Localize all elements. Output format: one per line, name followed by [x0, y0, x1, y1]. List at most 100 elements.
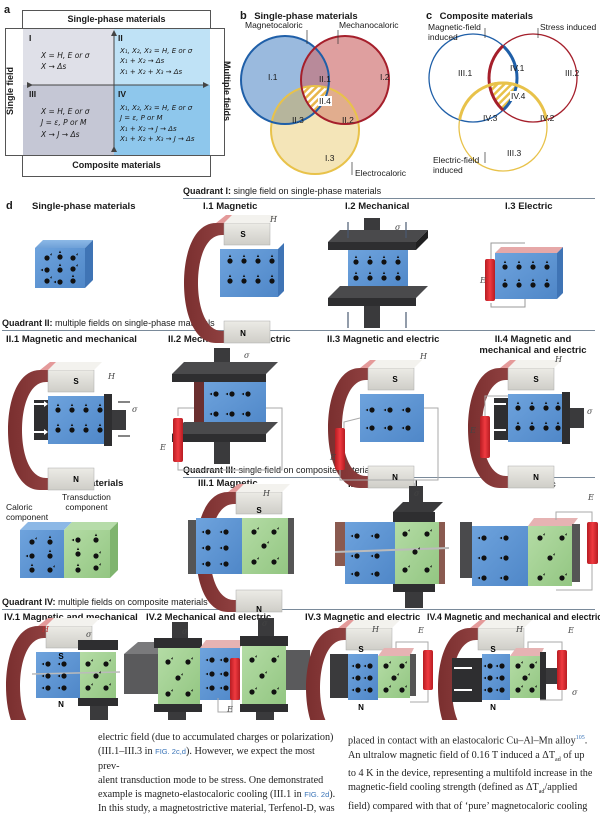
text-span: (III.1–III.3 in [98, 746, 156, 758]
region-I2: I.2 [380, 72, 390, 82]
region-IV2: IV.2 [540, 113, 555, 123]
quadrant-head: Quadrant III: [183, 465, 237, 475]
item-I3-title: I.3 Electric [505, 201, 553, 212]
quadrant-IV: IV X₁, X₂, X₃ = H, E or σ J = ε, P or M … [114, 85, 210, 155]
svg-text:E: E [587, 493, 594, 502]
panel-b-title: b Single-phase materials [240, 6, 358, 24]
quadrant-eq: X → J → Δs [41, 129, 80, 139]
quadrant-desc: single field on single-phase materials [231, 186, 382, 196]
III1-device [188, 483, 294, 613]
svg-text:N: N [58, 700, 64, 709]
quadrant-eq: X₁ + X₂ → Δs [120, 57, 165, 65]
IV3-device [305, 619, 433, 720]
figure-reference-link[interactable]: FIG. 2c,d [155, 747, 186, 757]
body-text-column-2: placed in contact with an elastocaloric … [348, 731, 600, 814]
quadrant-IV-rule [2, 609, 595, 610]
text-line: to 4 K in the device, representing a mul… [348, 768, 593, 780]
text-span: placed in contact with an elastocaloric … [348, 735, 576, 747]
panel-b-letter: b [240, 10, 247, 22]
label-line: component [6, 512, 49, 522]
label-line: induced [428, 32, 458, 42]
magnetocaloric-outline [240, 35, 330, 125]
item-IV2-title: IV.2 Mechanical and electric [146, 612, 272, 623]
label-line: component [65, 502, 108, 512]
region-II4: II.4 [318, 96, 332, 106]
text-line: electric field (due to accumulated charg… [98, 732, 334, 743]
quadrant-eq: X₁ + X₂ → J → Δs [120, 124, 177, 133]
caloric-component-label: Caloric component [6, 502, 48, 522]
text-line: magnetic-field cooling strength (defined… [348, 781, 600, 799]
quadrant-head: Quadrant IV: [2, 597, 56, 607]
label-line: Transduction [62, 492, 111, 502]
region-II3: II.3 [292, 115, 304, 125]
svg-text:S: S [256, 506, 262, 515]
region-II2: II.2 [342, 115, 354, 125]
electrocaloric-outline [270, 85, 360, 175]
item-IV1-title: IV.1 Magnetic and mechanical [4, 612, 138, 623]
south-pole-label: S [73, 377, 79, 386]
quadrant-IV-heading: Quadrant IV: multiple fields on composit… [2, 597, 208, 607]
region-III3: III.3 [507, 148, 522, 158]
svg-text:S: S [490, 645, 496, 654]
single-phase-title: Single-phase materials [32, 201, 136, 212]
citation-link[interactable]: 105 [575, 735, 585, 741]
E-label: E [479, 276, 486, 285]
quadrant-II-heading: Quadrant II: multiple fields on single-p… [2, 318, 215, 328]
quadrant-eq: X₁ + X₂ + X₃ → J → Δs [120, 135, 195, 143]
svg-text:σ: σ [182, 627, 188, 636]
panel-d-letter: d [6, 200, 13, 212]
magnetic-field-induced-label: Magnetic-field induced [428, 22, 481, 42]
panel-c-letter: c [426, 10, 433, 22]
IV2-device [124, 618, 310, 720]
item-IV4-title: IV.4 Magnetic and mechanical and electri… [427, 612, 600, 622]
text-line: placed in contact with an elastocaloric … [348, 731, 600, 749]
quadrant-I-heading: Quadrant I: single field on single-phase… [183, 186, 381, 196]
single-phase-label: Single-phase materials [67, 14, 166, 24]
quadrant-III-heading: Quadrant III: single field on composite … [183, 465, 376, 475]
quadrant-eq: X → Δs [41, 62, 67, 71]
text-span: . [584, 735, 588, 747]
region-IV3: IV.3 [483, 113, 498, 123]
item-IV3-title: IV.3 Magnetic and electric [305, 612, 421, 623]
II2-device [172, 348, 283, 471]
svg-text:σ: σ [572, 688, 578, 697]
quadrant-desc: multiple fields on single-phase material… [52, 318, 215, 328]
quadrant-roman: I [29, 33, 32, 43]
region-III1: III.1 [458, 68, 473, 78]
magnetocaloric-label: Magnetocaloric [245, 20, 303, 30]
label-line: induced [433, 165, 463, 175]
svg-text:S: S [392, 375, 398, 384]
svg-text:σ: σ [86, 630, 92, 639]
svg-text:H: H [554, 355, 563, 364]
axis-arrows [27, 30, 209, 152]
quadrant-head: Quadrant II: [2, 318, 53, 328]
label-line: Electric-field [433, 155, 480, 165]
region-IV1: IV.1 [510, 63, 525, 73]
item-III3-title: III.3 Electric [503, 479, 556, 490]
south-pole-label: S [240, 230, 246, 239]
figure-reference-link[interactable]: FIG. 2d [304, 790, 330, 800]
title-line: mechanical and electric [479, 345, 587, 356]
subscript: ad [538, 789, 545, 796]
svg-text:S: S [358, 645, 364, 654]
quadrant-desc: single field on composite materials [236, 465, 377, 475]
item-III1-title: III.1 Magnetic [198, 478, 258, 489]
quadrant-eq: J = ε, P or M [41, 118, 87, 127]
panel-c-title-text: Composite materials [439, 11, 534, 22]
svg-text:E: E [567, 626, 574, 635]
transduction-component-label: Transduction component [62, 492, 111, 512]
composite-block [20, 522, 118, 578]
text-span: /applied [544, 782, 578, 794]
quadrant-eq: X₁, X₂, X₃ = H, E or σ [120, 46, 193, 55]
svg-text:H: H [371, 625, 380, 634]
quadrant-roman: IV [118, 89, 127, 99]
text-span: ). [329, 789, 336, 801]
sigma-label: σ [395, 223, 401, 232]
quadrant-eq: J = ε, P or M [120, 114, 163, 122]
I2-mechanical-device [328, 218, 428, 328]
quadrant-eq: X₁ + X₂ + X₃ → Δs [120, 67, 183, 76]
svg-text:σ: σ [587, 407, 593, 416]
quadrant-roman: III [29, 89, 37, 99]
svg-text:σ: σ [132, 405, 138, 414]
region-IV4: IV.4 [510, 91, 527, 101]
